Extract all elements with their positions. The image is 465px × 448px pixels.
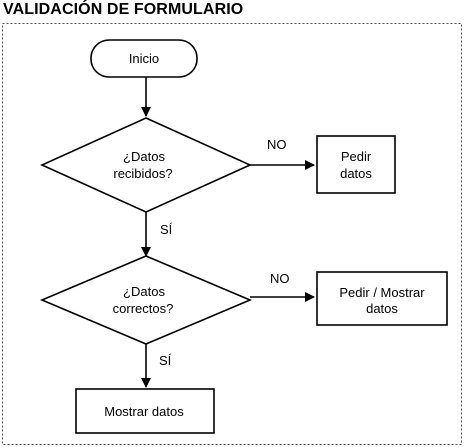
node-decision-received: ¿Datos recibidos?: [40, 117, 252, 213]
node-request-show-data: Pedir / Mostrar datos: [316, 271, 448, 326]
edge-label-received-yes: SÍ: [160, 222, 173, 237]
terminal-shape: [90, 39, 198, 78]
process-shape: [316, 271, 448, 326]
decision-shape: [40, 117, 252, 213]
node-decision-received-line-1: ¿Datos: [123, 149, 165, 164]
process-shape: [316, 135, 396, 194]
edge-label-correct-yes: SÍ: [159, 353, 172, 368]
node-decision-received-line-2: recibidos?: [113, 166, 172, 181]
node-decision-correct: ¿Datos correctos?: [39, 255, 253, 345]
edge-label-received-no: NO: [267, 137, 287, 152]
decision-shape: [39, 255, 253, 345]
diagram-frame: [2, 23, 462, 445]
diagram-title-overlay: VALIDACIÓN DE FORMULARIO: [3, 1, 246, 19]
node-show-data-label: Mostrar datos: [104, 404, 184, 419]
process-shape: [75, 388, 215, 434]
node-request-show-data-line-2: datos: [366, 301, 398, 316]
node-decision-correct-line-1: ¿Datos: [123, 284, 165, 299]
node-request-data-line-2: datos: [340, 166, 372, 181]
node-request-data: Pedir datos: [316, 135, 396, 194]
node-show-data: Mostrar datos: [75, 388, 215, 434]
node-start: Inicio: [90, 39, 198, 78]
node-request-show-data-line-1: Pedir / Mostrar: [339, 285, 425, 300]
node-decision-correct-line-2: correctos?: [113, 301, 174, 316]
node-start-label: Inicio: [129, 51, 159, 66]
node-request-data-line-1: Pedir: [341, 149, 372, 164]
edge-label-correct-no: NO: [270, 271, 290, 286]
